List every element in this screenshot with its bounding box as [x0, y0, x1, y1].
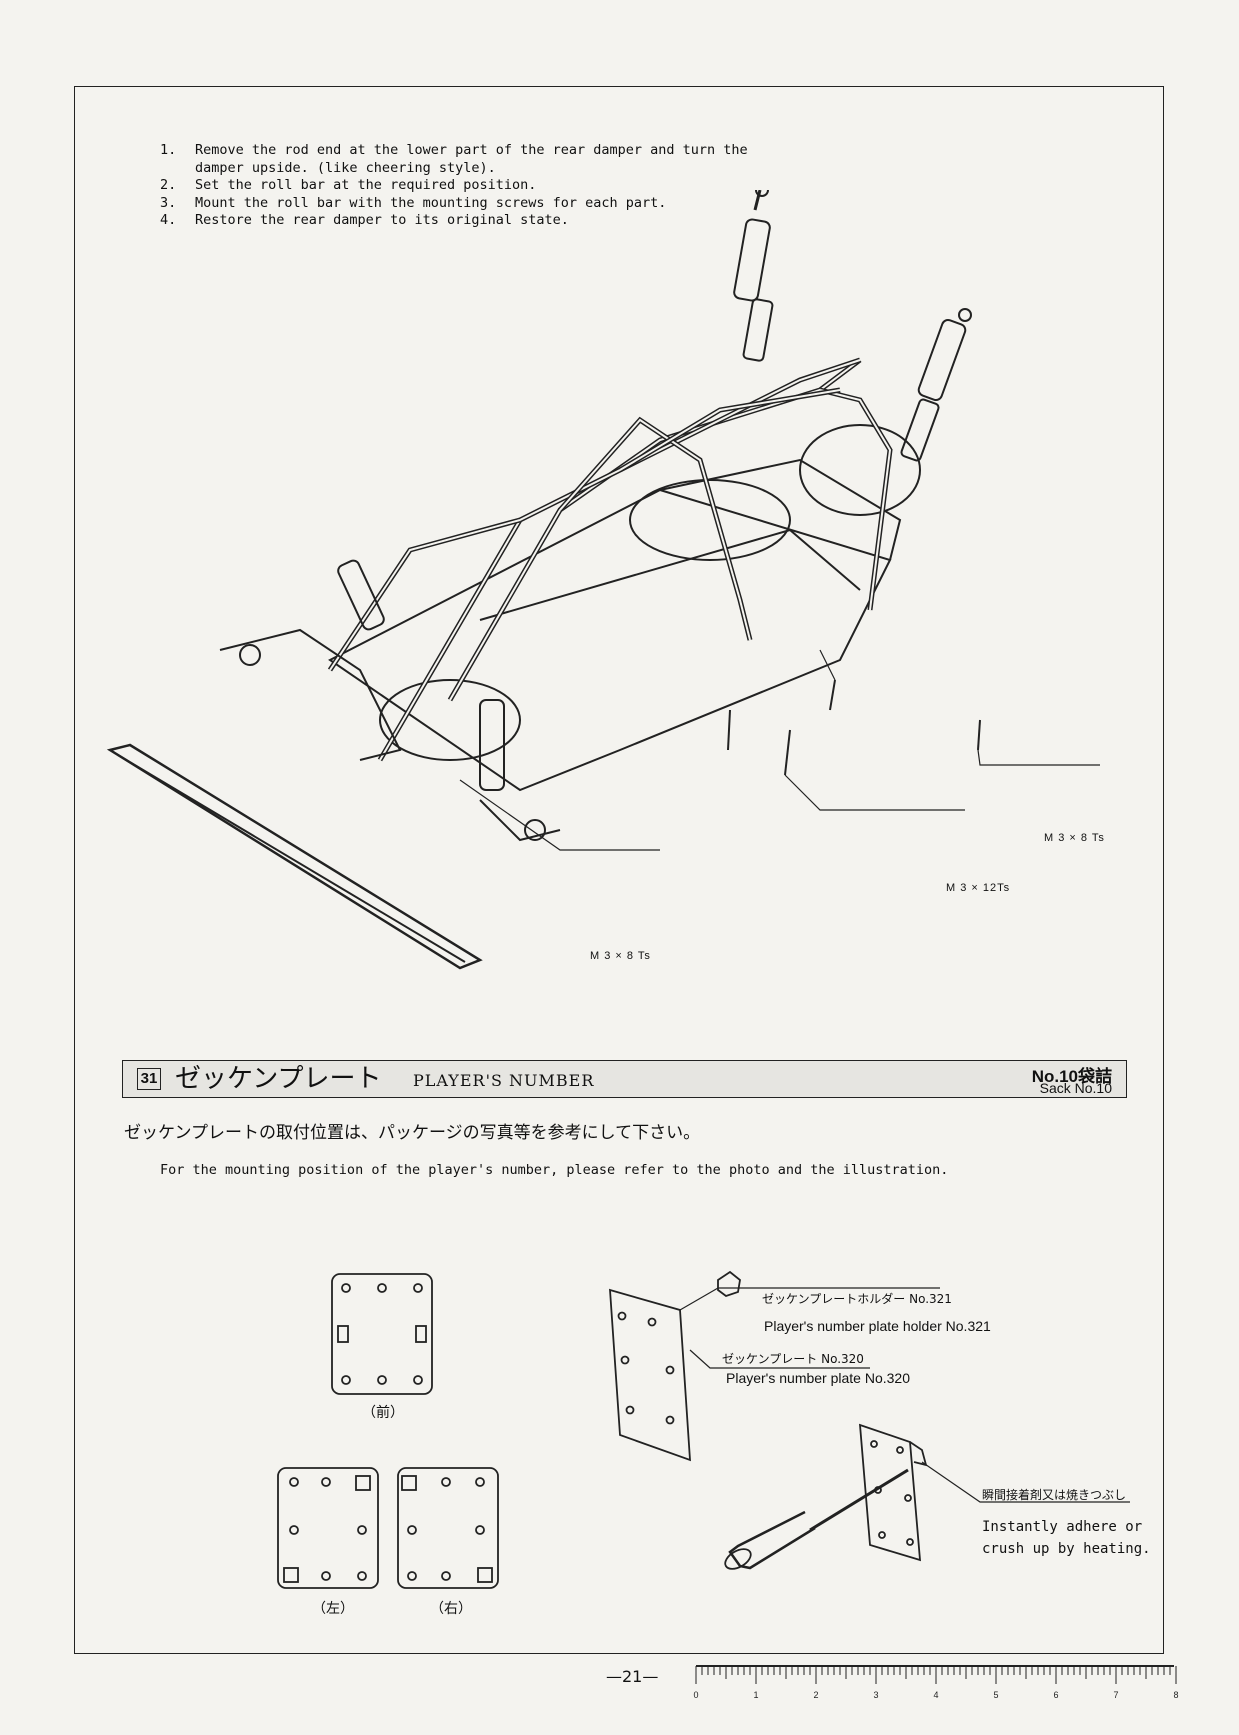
plate-label-front: （前） [362, 1405, 404, 1421]
callout-adhere-jp: 瞬間接着剤又は焼きつぶし [982, 1488, 1127, 1502]
callout-adhere-en-2: crush up by heating. [982, 1541, 1151, 1557]
page-frame [74, 86, 1164, 1654]
screw-label-m3x8-rear: M 3 × 8 Ts [1044, 832, 1105, 844]
ruler-tick-label: 3 [873, 1690, 878, 1700]
ruler-tick-label: 1 [753, 1690, 758, 1700]
callout-holder-jp: ゼッケンプレートホルダー No.321 [762, 1292, 952, 1306]
screw-label-m3x12: M 3 × 12Ts [946, 882, 1011, 894]
callout-plate-en: Player's number plate No.320 [726, 1370, 910, 1386]
screw-label-m3x8-front: M 3 × 8 Ts [590, 950, 651, 962]
number-plates-illustration [277, 1270, 1130, 1589]
ruler-tick-label: 0 [693, 1690, 698, 1700]
ruler-tick-label: 2 [813, 1690, 818, 1700]
instruction-step: 3.Mount the roll bar with the mounting s… [160, 194, 667, 211]
section-header: 31 ゼッケンプレート PLAYER'S NUMBER No.10袋詰 Sack… [122, 1060, 1127, 1098]
instruction-en: For the mounting position of the player'… [160, 1162, 949, 1178]
ruler-tick-label: 5 [993, 1690, 998, 1700]
chassis-rollbar-illustration [106, 190, 1100, 970]
sack-number-en: Sack No.10 [1039, 1080, 1112, 1096]
plate-label-right: （右） [430, 1601, 472, 1617]
instruction-jp: ゼッケンプレートの取付位置は、パッケージの写真等を参考にして下さい。 [124, 1123, 701, 1143]
ruler-tick-label: 7 [1113, 1690, 1118, 1700]
callout-holder-en: Player's number plate holder No.321 [764, 1318, 991, 1334]
callout-adhere-en-1: Instantly adhere or [982, 1519, 1143, 1535]
plate-label-left: （左） [312, 1601, 354, 1617]
section-title-jp: ゼッケンプレート [175, 1064, 382, 1094]
ruler-tick-label: 6 [1053, 1690, 1058, 1700]
instruction-list: 1.Remove the rod end at the lower part o… [160, 142, 755, 230]
instruction-step: 4.Restore the rear damper to its origina… [160, 212, 569, 228]
section-title-en: PLAYER'S NUMBER [413, 1071, 595, 1090]
instruction-step: 2.Set the roll bar at the required posit… [160, 177, 537, 193]
callout-plate-jp: ゼッケンプレート No.320 [722, 1352, 864, 1366]
ruler-tick-label: 8 [1173, 1690, 1178, 1700]
section-number: 31 [137, 1068, 161, 1090]
scale-ruler: 0 1 2 3 4 5 6 7 8 [693, 1665, 1179, 1700]
page-number: —21— [606, 1667, 659, 1686]
instruction-step: 1.Remove the rod end at the lower part o… [160, 142, 748, 176]
sack-number-jp: No.10袋詰 [1031, 1067, 1112, 1086]
ruler-tick-label: 4 [933, 1690, 938, 1700]
